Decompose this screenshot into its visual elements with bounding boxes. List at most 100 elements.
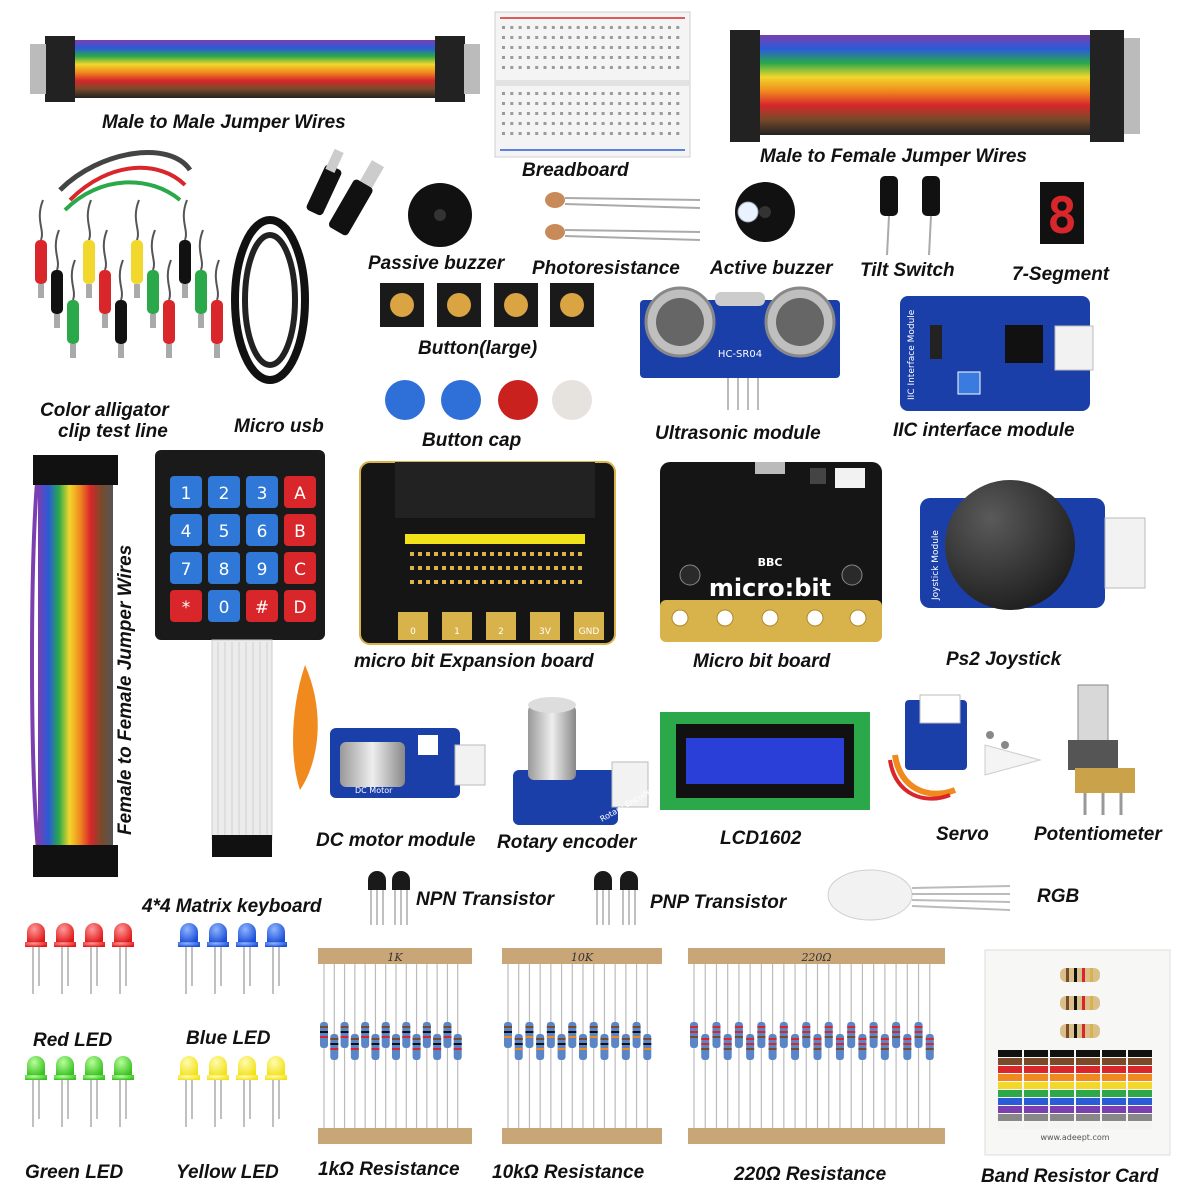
resistor-band [340,1031,349,1033]
iic-interface-module: IIC Interface Module [900,296,1094,411]
label-alligator-2: clip test line [58,421,168,442]
header-pin [514,566,518,570]
breadboard-hole [618,56,622,59]
resistor-band [779,1031,788,1033]
breadboard-hole [568,26,572,29]
label-blue-led: Blue LED [186,1028,271,1049]
label-male-female-wires: Male to Female Jumper Wires [760,146,1027,167]
alligator-clip [35,240,47,284]
resistor-tape-top [318,948,472,964]
resistor-body [350,1034,359,1060]
card-color-cell [1128,1082,1152,1089]
breadboard-hole [585,132,588,135]
breadboard-hole [543,92,547,95]
resistor-band [813,1048,822,1050]
card-color-cell [1024,1050,1048,1057]
resistor-band [892,1031,901,1033]
breadboard-hole [585,36,588,39]
resistor-band [433,1048,442,1050]
resistor-band [361,1031,370,1033]
resistor-band [802,1031,811,1033]
resistor-band [802,1036,811,1038]
resistor-band [734,1026,743,1028]
breadboard-hole [676,132,680,135]
label-lcd1602: LCD1602 [720,828,802,849]
breadboard-hole [510,46,514,49]
resistor-body [632,1022,641,1048]
resistor-body [514,1034,523,1060]
resistor-body [504,1022,512,1048]
breadboard-hole [543,132,547,135]
label-dc-motor: DC motor module [316,830,476,851]
active-buzzer [735,182,795,242]
breadboard-hole [601,132,605,135]
dc-motor-module: DC Motor [293,665,486,798]
label-passive-buzzer: Passive buzzer [368,253,505,274]
label-1k-resistance: 1kΩ Resistance [318,1159,460,1180]
resistor-band [402,1026,411,1028]
breadboard-hole [526,36,530,39]
resistor-band [392,1048,400,1050]
breadboard-hole [593,36,597,39]
keypad-key-label: # [255,598,269,618]
card-color-cell [1050,1122,1074,1129]
resistor-band [422,1036,431,1038]
resistor-body [779,1022,788,1048]
card-color-cell [1024,1106,1048,1113]
resistor-band [422,1031,431,1033]
led-rim [54,942,76,947]
resistor-band [925,1043,934,1045]
header-pin [466,580,470,584]
card-color-cell [998,1058,1022,1065]
keypad-key-label: 5 [219,522,230,542]
breadboard-hole [626,92,630,95]
resistor-band [600,1043,609,1045]
breadboard-hole [576,112,580,115]
breadboard-hole [543,26,547,29]
resistor-band [779,1026,788,1028]
led-rim [112,1075,134,1080]
led-rim [265,1075,287,1080]
label-alligator-1: Color alligator [40,400,169,421]
breadboard-hole [668,56,671,59]
breadboard-hole [526,92,530,95]
header-pin [410,580,414,584]
header-pin [442,580,446,584]
red-leds [25,923,134,994]
resistor-body [361,1022,370,1048]
card-color-cell [1076,1082,1100,1089]
led-rim [83,1075,105,1080]
breadboard-hole [601,112,605,115]
resistor-band [621,1048,630,1050]
breadboard-hole [526,66,530,69]
resistor-band [632,1031,641,1033]
resistor-band [858,1038,867,1040]
breadboard-hole [518,66,522,69]
resistor-band [712,1036,721,1038]
lcd1602 [660,712,870,810]
breadboard-hole [643,66,647,69]
header-pin [554,552,558,556]
label-iic: IIC interface module [893,420,1075,441]
rgb-led [827,869,1011,921]
breadboard-hole [609,26,613,29]
breadboard-hole [560,122,564,125]
resistor-band [734,1036,743,1038]
card-color-cell [998,1082,1022,1089]
breadboard-hole [535,46,539,49]
breadboard-hole [518,122,522,125]
blue-leds [178,923,287,994]
header-pin [418,580,422,584]
card-band [1066,968,1069,982]
led-rim [112,942,134,947]
resistor-body [453,1034,462,1060]
resistor-band [768,1038,777,1040]
resistor-tape-bottom [502,1128,662,1144]
resistor-body [690,1022,698,1048]
card-color-cell [998,1122,1022,1129]
resistor-band [701,1038,710,1040]
label-rgb: RGB [1037,886,1080,907]
resistor-body [791,1034,800,1060]
breadboard-hole [634,132,638,135]
card-color-cell [1076,1090,1100,1097]
